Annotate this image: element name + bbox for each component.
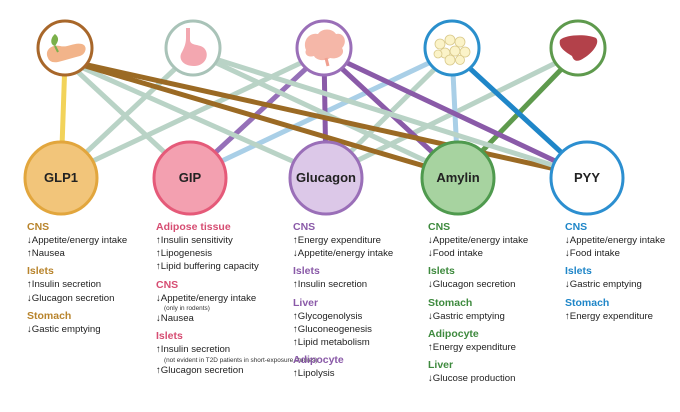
effect-item: ↑Insulin secretion bbox=[293, 279, 368, 291]
effect-item: ↑Energy expenditure bbox=[565, 310, 653, 322]
effect-section-title: CNS bbox=[156, 278, 179, 291]
effect-item: ↑Glycogenolysis bbox=[293, 310, 363, 322]
effect-item: ↓Gastric emptying bbox=[428, 310, 505, 322]
effect-section: Stomach↓Gastric emptying bbox=[428, 297, 556, 323]
effect-item: ↓Nausea bbox=[156, 313, 194, 325]
effect-item: ↑Nausea bbox=[27, 248, 65, 260]
effect-section: CNS↓Appetite/energy intake(only in roden… bbox=[156, 279, 284, 326]
effect-item: ↑Insulin secretion bbox=[156, 344, 231, 356]
hormone-organ-diagram: GLP1 GIP Glucagon Amylin PYY bbox=[23, 19, 625, 216]
effect-section: Islets↓Gastric emptying bbox=[565, 265, 680, 291]
hormone-label-glucagon: Glucagon bbox=[296, 170, 356, 185]
effect-section: Islets↑Insulin secretion bbox=[293, 265, 421, 291]
effect-section-title: Adipose tissue bbox=[156, 221, 231, 233]
effect-section-title: Islets bbox=[156, 330, 183, 343]
pancreas-icon bbox=[36, 19, 94, 77]
effect-item: ↓Glucose production bbox=[428, 373, 516, 385]
effect-section-title: CNS bbox=[565, 221, 588, 233]
brain-icon bbox=[295, 19, 353, 77]
effect-item: ↓Glucagon secretion bbox=[27, 292, 115, 304]
effect-item: ↓Glucagon secretion bbox=[428, 279, 516, 291]
effect-section-title: Islets bbox=[565, 265, 592, 278]
effect-section: Stomach↑Energy expenditure bbox=[565, 297, 680, 323]
effect-item: ↓Appetite/energy intake bbox=[27, 235, 128, 246]
effect-section: Islets↑Insulin secretion↓Glucagon secret… bbox=[27, 265, 155, 304]
effect-section: Stomach↓Gastic emptying bbox=[27, 310, 155, 336]
hormone-label-gip: GIP bbox=[179, 170, 202, 185]
effect-section-title: Islets bbox=[293, 265, 320, 278]
effect-item: ↓Gastric emptying bbox=[565, 279, 642, 291]
effect-item: ↑Glucagon secretion bbox=[156, 365, 244, 377]
effect-section: Liver↓Glucose production bbox=[428, 359, 556, 385]
effect-item-note: (only in rodents) bbox=[164, 304, 210, 312]
link-amylin-pancreas bbox=[64, 57, 459, 179]
hormone-label-pyy: PYY bbox=[574, 170, 600, 185]
effect-item: ↑Lipolysis bbox=[293, 368, 335, 380]
effect-section-title: Liver bbox=[293, 296, 319, 309]
effect-item: ↓Appetite/energy intake bbox=[565, 235, 666, 246]
effect-item: ↓Appetite/energy intake bbox=[156, 292, 257, 304]
effect-section-title: CNS bbox=[293, 221, 316, 233]
effect-section: CNS ↓Appetite/energy intake ↓Food intake bbox=[428, 221, 556, 260]
effect-section-title: Adipocyte bbox=[428, 327, 479, 340]
link-pyy-pancreas bbox=[64, 57, 588, 179]
effect-item: ↓Appetite/energy intake bbox=[428, 235, 529, 246]
stomach-icon bbox=[164, 19, 222, 77]
effect-section-title: Stomach bbox=[565, 296, 610, 309]
effect-section-title: Liver bbox=[428, 359, 454, 372]
effect-section: Adipocyte↑Energy expenditure bbox=[428, 328, 556, 354]
hormone-amylin: Amylin bbox=[420, 140, 496, 216]
effect-section: Islets↓Glucagon secretion bbox=[428, 265, 556, 291]
effect-item: ↑Insulin secretion bbox=[27, 279, 102, 291]
hormone-pyy: PYY bbox=[549, 140, 625, 216]
effect-item: ↑Lipid buffering capacity bbox=[156, 261, 259, 273]
effect-item: ↓Appetite/energy intake bbox=[293, 248, 394, 260]
effect-item: ↑Insulin sensitivity bbox=[156, 235, 233, 246]
effect-item: ↑Lipid metabolism bbox=[293, 337, 370, 349]
effect-section-title: Adipocyte bbox=[293, 354, 344, 367]
effect-section-title: CNS bbox=[428, 221, 451, 233]
effect-item: ↓Gastic emptying bbox=[27, 323, 101, 335]
effect-item: ↑Energy expenditure bbox=[428, 341, 516, 353]
effect-item: ↑Lipogenesis bbox=[156, 248, 213, 260]
effect-section-title: Stomach bbox=[428, 296, 473, 309]
effect-section: CNS ↓Appetite/energy intake ↑Nausea bbox=[27, 221, 155, 260]
hormone-label-glp1: GLP1 bbox=[44, 170, 78, 185]
liver-icon bbox=[549, 19, 607, 77]
effect-item: ↓Food intake bbox=[565, 248, 620, 260]
effect-section-title: Stomach bbox=[27, 309, 72, 322]
hormone-gip: GIP bbox=[152, 140, 228, 216]
effect-section-title: Islets bbox=[428, 265, 455, 278]
effect-item: ↑Gluconeogenesis bbox=[293, 323, 372, 335]
hormone-glp1: GLP1 bbox=[23, 140, 99, 216]
hormone-label-amylin: Amylin bbox=[436, 170, 479, 185]
effect-item: ↑Energy expenditure bbox=[293, 235, 381, 246]
effect-section: CNS ↓Appetite/energy intake ↓Food intake bbox=[565, 221, 680, 260]
effect-section: Adipocyte↑Lipolysis bbox=[293, 354, 421, 380]
hormone-glucagon: Glucagon bbox=[288, 140, 364, 216]
link-pyy-brain bbox=[322, 49, 589, 179]
effect-section-title: Islets bbox=[27, 265, 54, 278]
link-amylin-stomach bbox=[191, 49, 460, 179]
effect-section: Adipose tissue ↑Insulin sensitivity ↑Lipog… bbox=[156, 221, 284, 274]
effect-item: ↓Food intake bbox=[428, 248, 483, 260]
effects-column-gip: Adipose tissue ↑Insulin sensitivity ↑Lipog… bbox=[156, 221, 318, 382]
effect-section: CNS ↑Energy expenditure ↓Appetite/energy i… bbox=[293, 221, 421, 260]
effect-section: Liver↑Glycogenolysis↑Gluconeogenesis ↑Lip… bbox=[293, 297, 421, 350]
adipose-icon bbox=[423, 19, 481, 77]
link-pyy-stomach bbox=[192, 49, 588, 179]
effect-section: Islets↑Insulin secretion(not evident in … bbox=[156, 330, 318, 377]
effect-item-note: (not evident in T2D patients in short-ex… bbox=[164, 356, 318, 364]
link-glucagon-pancreas bbox=[63, 57, 328, 179]
effects-column-glucagon: CNS ↑Energy expenditure ↓Appetite/energy i… bbox=[293, 221, 421, 385]
effect-section-title: CNS bbox=[27, 221, 50, 233]
